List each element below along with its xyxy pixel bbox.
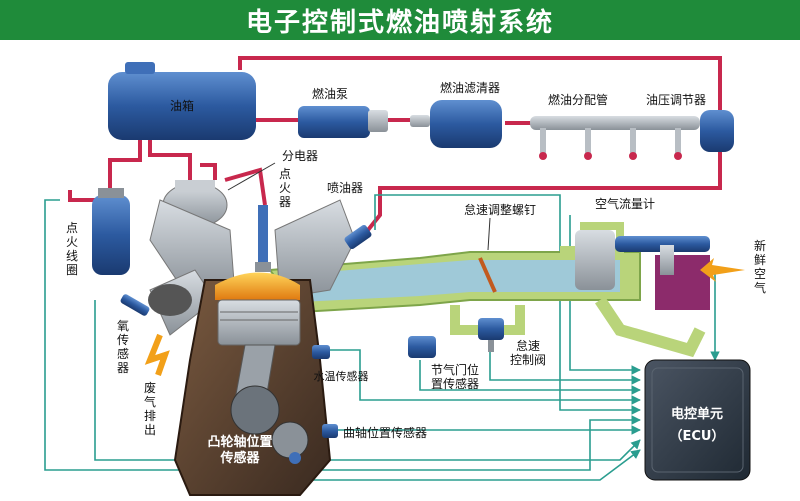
injector-label: 喷油器 bbox=[327, 181, 363, 195]
fresh-air-2: 鲜 bbox=[754, 253, 766, 267]
spark-label-1: 点 bbox=[279, 167, 291, 181]
intake-manifold bbox=[268, 222, 706, 358]
coil-label-2: 火 bbox=[66, 235, 78, 249]
o2-label-2: 传 bbox=[117, 332, 129, 347]
cam-label-2: 传感器 bbox=[219, 450, 260, 466]
engine-block bbox=[173, 272, 332, 496]
fresh-air-4: 气 bbox=[754, 280, 766, 295]
rail-to-injector-line bbox=[358, 150, 722, 242]
ecu: 电控单元 （ECU） bbox=[644, 359, 751, 481]
exhaust-label-1: 废 bbox=[144, 380, 156, 395]
distributor-label: 分电器 bbox=[282, 149, 318, 163]
pump-label: 燃油泵 bbox=[312, 86, 348, 101]
dist-wire-1 bbox=[148, 140, 192, 180]
injector: 喷油器 bbox=[327, 181, 372, 250]
page-title: 电子控制式燃油喷射系统 bbox=[0, 0, 800, 40]
coil-label-1: 点 bbox=[66, 221, 78, 235]
fuel-rail: 燃油分配管 bbox=[530, 92, 700, 160]
cam-label-1: 凸轮轴位置 bbox=[207, 434, 272, 450]
ignition-coil: 点 火 线 圈 bbox=[66, 188, 130, 277]
idle-valve-label-1: 怠速 bbox=[516, 339, 540, 353]
regulator-label: 油压调节器 bbox=[646, 93, 706, 107]
crank-position-sensor: 曲轴位置传感器 bbox=[322, 424, 427, 440]
o2-label-1: 氧 bbox=[117, 319, 129, 333]
fuel-return-line bbox=[238, 56, 722, 112]
idle-screw-label: 怠速调整螺钉 bbox=[464, 202, 536, 217]
coolant-temp-sensor: 水温传感器 bbox=[312, 345, 369, 383]
throttle-position-sensor: 节气门位 置传感器 bbox=[408, 336, 479, 391]
coil-label-4: 圈 bbox=[66, 263, 78, 277]
air-flow-meter: 空气流量计 bbox=[575, 196, 710, 310]
idle-screw-leader bbox=[487, 217, 491, 251]
coil-wire bbox=[108, 140, 142, 195]
airflow-label: 空气流量计 bbox=[595, 196, 655, 211]
tps-label-2: 置传感器 bbox=[431, 376, 479, 391]
pressure-regulator: 油压调节器 bbox=[646, 93, 734, 152]
crank-label: 曲轴位置传感器 bbox=[343, 425, 427, 440]
fuel-filter: 燃油滤清器 bbox=[410, 80, 502, 148]
spark-wire bbox=[224, 167, 267, 206]
fresh-air-1: 新 bbox=[754, 238, 766, 253]
spark-plug: 点 火 器 bbox=[255, 167, 291, 272]
exhaust-label-4: 出 bbox=[144, 423, 156, 437]
exhaust-manifold: 氧 传 感 器 废 气 排 出 bbox=[117, 269, 216, 437]
dist-wire-2 bbox=[200, 163, 217, 180]
exhaust-label-3: 排 bbox=[144, 409, 156, 423]
coolant-label: 水温传感器 bbox=[314, 370, 369, 383]
spark-label-2: 火 bbox=[279, 181, 291, 195]
idle-valve-label-2: 控制阀 bbox=[510, 353, 546, 367]
fuel-pump: 燃油泵 bbox=[298, 86, 388, 138]
rail-label: 燃油分配管 bbox=[548, 92, 608, 107]
tps-label-1: 节气门位 bbox=[431, 362, 479, 377]
exhaust-label-2: 气 bbox=[144, 394, 156, 409]
coil-lead bbox=[68, 190, 100, 202]
filter-label: 燃油滤清器 bbox=[440, 80, 500, 95]
coil-label-3: 线 bbox=[66, 249, 78, 263]
ecu-label-1: 电控单元 bbox=[671, 406, 723, 422]
ecu-label-2: （ECU） bbox=[670, 428, 725, 444]
cylinder-heads bbox=[149, 199, 356, 299]
fuel-lines bbox=[68, 56, 722, 242]
fresh-air-arrow: 新 鲜 空 气 bbox=[700, 238, 766, 295]
spark-label-3: 器 bbox=[279, 195, 291, 209]
o2-label-4: 器 bbox=[117, 361, 129, 375]
fresh-air-3: 空 bbox=[754, 267, 766, 281]
fuel-tank: 油箱 bbox=[108, 62, 256, 140]
o2-label-3: 感 bbox=[117, 346, 129, 361]
idle-control-valve: 怠速 控制阀 bbox=[478, 318, 546, 367]
tank-label: 油箱 bbox=[170, 98, 194, 113]
